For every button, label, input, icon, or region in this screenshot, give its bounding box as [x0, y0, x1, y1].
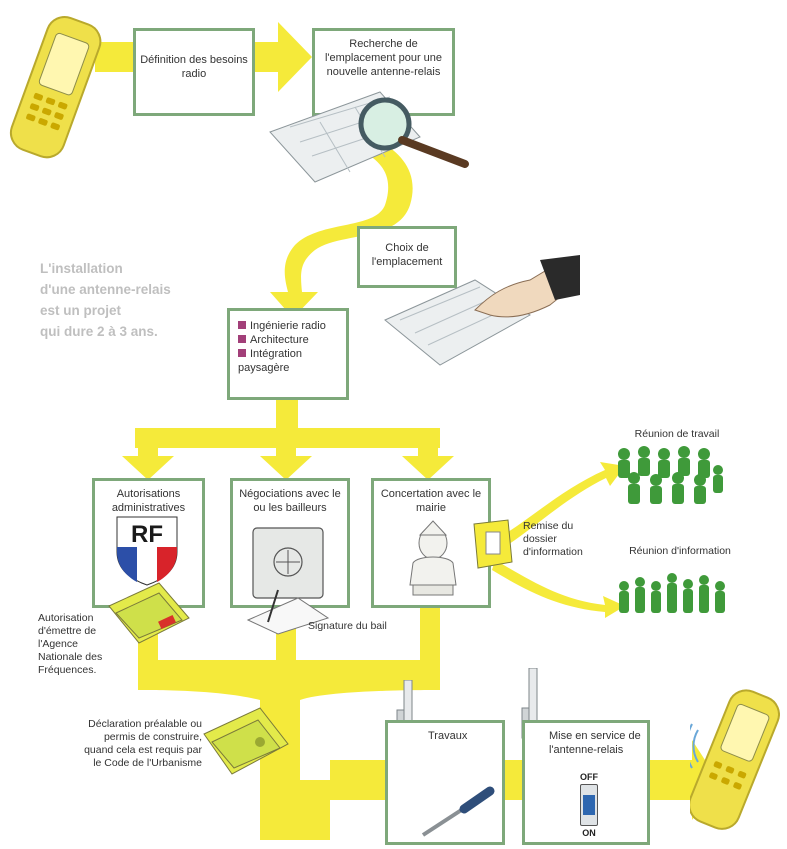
- power-switch: OFF ON: [572, 772, 606, 840]
- dossier-icon: [473, 519, 513, 569]
- remise-dossier-text: Remise du dossier d'information: [523, 520, 583, 558]
- step-concertation-label: Concertation avec le mairie: [380, 488, 482, 514]
- etude-item-architecture: Architecture: [238, 333, 338, 347]
- autorisation-emettre-label: Autorisation d'émettre de l'Agence Natio…: [38, 612, 108, 677]
- etude-item-radio: Ingénierie radio: [238, 319, 338, 333]
- map-magnifier-illustration: [269, 91, 469, 183]
- marianne-bust-illustration: [409, 520, 457, 596]
- intro-line-3: est un projet: [40, 303, 122, 318]
- reunion-information-label: Réunion d'information: [615, 545, 745, 558]
- licence-documents-illustration: [108, 582, 190, 644]
- reunion-travail-text: Réunion de travail: [634, 428, 720, 440]
- mobile-phone-icon: [9, 16, 102, 159]
- signature-label: Signature du bail: [308, 620, 408, 633]
- mobile-phone-icon: [690, 689, 780, 830]
- step-travaux-label: Travaux: [428, 730, 468, 742]
- rf-shield-icon: RF: [116, 516, 178, 586]
- step-choix-label: Choix de l'emplacement: [371, 242, 443, 268]
- declaration-label: Déclaration préalable ou permis de const…: [82, 718, 202, 770]
- reunion-information-text: Réunion d'information: [629, 545, 731, 557]
- safe-document-illustration: [246, 527, 330, 635]
- autorisation-emettre-text: Autorisation d'émettre de l'Agence Natio…: [38, 612, 103, 676]
- etude-item-architecture-label: Architecture: [250, 334, 309, 346]
- crowd-travail-illustration: [618, 446, 723, 504]
- step-definition-label: Définition des besoins radio: [140, 54, 248, 80]
- step-autorisations-label: Autorisations administratives: [111, 488, 186, 514]
- bullet-icon: [238, 349, 246, 357]
- screwdriver-icon: [421, 786, 495, 837]
- intro-line-1: L'installation: [40, 261, 123, 276]
- step-definition-box: Définition des besoins radio: [133, 28, 255, 116]
- switch-toggle: [583, 795, 595, 815]
- intro-text: L'installation d'une antenne-relais est …: [40, 258, 240, 342]
- switch-on-label: ON: [582, 828, 596, 838]
- hand-map-illustration: [384, 255, 580, 366]
- reunion-travail-label: Réunion de travail: [622, 428, 732, 441]
- intro-line-4: qui dure 2 à 3 ans.: [40, 324, 158, 339]
- etude-item-paysage-label: Intégration paysagère: [238, 348, 302, 374]
- step-etude-box: Ingénierie radio Architecture Intégratio…: [227, 308, 349, 400]
- step-negociations-label: Négociations avec le ou les bailleurs: [239, 488, 341, 514]
- etude-item-paysage: Intégration paysagère: [238, 347, 338, 375]
- etude-item-radio-label: Ingénierie radio: [250, 320, 326, 332]
- permit-documents-illustration: [203, 707, 289, 775]
- declaration-text: Déclaration préalable ou permis de const…: [84, 718, 202, 769]
- step-mise-en-service-label: Mise en service de l'antenne-relais: [549, 730, 641, 756]
- rf-label: RF: [131, 521, 163, 548]
- bullet-icon: [238, 321, 246, 329]
- step-travaux-box: Travaux: [385, 720, 505, 845]
- intro-line-2: d'une antenne-relais: [40, 282, 171, 297]
- remise-dossier-label: Remise du dossier d'information: [523, 520, 603, 559]
- switch-body: [580, 784, 598, 826]
- crowd-information-illustration: [619, 573, 725, 613]
- bullet-icon: [238, 335, 246, 343]
- switch-off-label: OFF: [580, 772, 598, 782]
- step-choix-box: Choix de l'emplacement: [357, 226, 457, 288]
- signature-text: Signature du bail: [308, 620, 387, 632]
- step-recherche-label: Recherche de l'emplacement pour une nouv…: [324, 38, 443, 78]
